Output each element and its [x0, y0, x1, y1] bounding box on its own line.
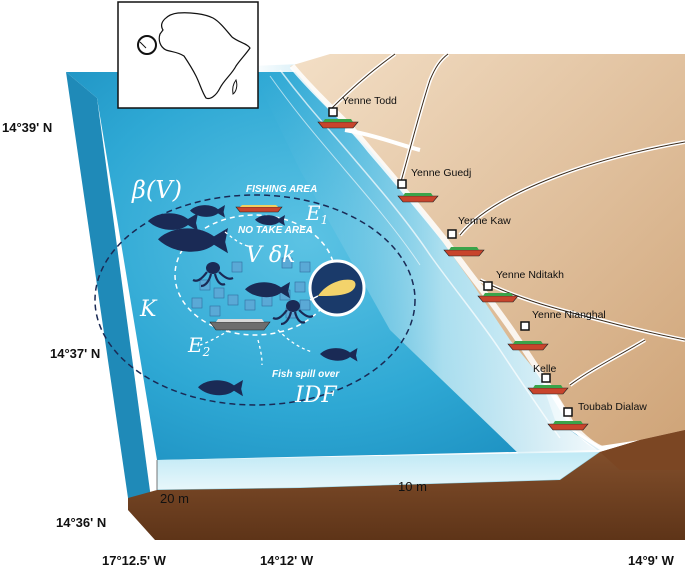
village-3: Yenne Nditakh	[477, 269, 564, 303]
fish-silhouette	[190, 205, 225, 218]
village-label: Yenne Nianghal	[532, 309, 606, 321]
lon-mid: 14°12' W	[260, 553, 314, 568]
study-site-marker	[137, 35, 157, 55]
village-marker	[563, 407, 573, 417]
village-marker	[447, 229, 457, 239]
village-marker	[397, 179, 407, 189]
pirogues	[209, 205, 283, 331]
block-left-side	[66, 72, 155, 528]
lat-bottom: 14°36' N	[56, 515, 106, 530]
fish-silhouette	[245, 282, 290, 299]
lat-mid: 14°37' N	[50, 346, 100, 361]
octopus-silhouette	[192, 262, 234, 288]
pirogue-boat	[477, 295, 519, 303]
pirogue-boat	[397, 195, 439, 203]
village-label: Yenne Guedj	[411, 167, 471, 179]
lat-top: 14°39' N	[2, 120, 52, 135]
seabed-soil	[128, 430, 685, 540]
village-marker	[483, 281, 493, 291]
village-4: Yenne Nianghal	[507, 309, 606, 351]
label-v-delta-k: V δk	[246, 243, 295, 268]
pirogue-boat	[547, 423, 589, 431]
label-no-take-area: NO TAKE AREA	[238, 225, 313, 236]
label-idf: IDF	[294, 383, 337, 408]
fish-silhouettes	[148, 205, 358, 397]
shallow-water-band	[250, 58, 600, 455]
coastal-cliff	[600, 430, 685, 470]
fish-silhouette	[255, 215, 285, 226]
fish-silhouette	[198, 380, 243, 397]
village-0: Yenne Todd	[317, 95, 397, 129]
water-cross-section	[157, 452, 600, 490]
pirogue-boat	[317, 121, 359, 129]
village-1: Yenne Guedj	[397, 167, 471, 203]
village-label: Yenne Nditakh	[496, 269, 564, 281]
village-marker	[541, 373, 551, 383]
label-fishing-area: FISHING AREA	[246, 184, 317, 195]
village-6: Toubab Dialaw	[547, 401, 647, 431]
land-surface	[290, 54, 685, 446]
lon-right: 14°9' W	[628, 553, 675, 568]
label-e2-sub: 2	[202, 345, 211, 359]
village-2: Yenne Kaw	[443, 215, 511, 257]
depth-20m: 20 m	[160, 491, 189, 506]
lon-left: 17°12.5' W	[102, 553, 167, 568]
africa-locator-map	[117, 1, 259, 109]
octopus-silhouette	[272, 300, 314, 326]
village-label: Toubab Dialaw	[578, 401, 647, 413]
label-beta-v: β(V)	[131, 176, 182, 204]
svg-text:E2: E2	[187, 333, 210, 359]
pirogue-boat	[507, 343, 549, 351]
octopus-silhouettes	[192, 262, 314, 326]
fish-silhouette	[320, 348, 358, 362]
village-label: Kelle	[533, 363, 557, 375]
lure-inset	[308, 259, 366, 317]
flow-arrows	[199, 231, 313, 366]
label-e1: E	[305, 201, 321, 225]
label-e1-sub: 1	[321, 213, 329, 227]
svg-text:E1: E1	[305, 201, 328, 227]
pirogue-boat	[235, 205, 283, 213]
label-fish-spill: Fish spill over	[272, 369, 340, 380]
label-k: K	[139, 297, 158, 322]
village-label: Yenne Todd	[342, 95, 397, 107]
fishing-area-boundary	[94, 194, 416, 406]
label-e2: E	[187, 333, 203, 357]
village-label: Yenne Kaw	[458, 215, 511, 227]
pirogue-boat	[209, 319, 271, 331]
fish-silhouette	[148, 213, 198, 231]
depth-10m: 10 m	[398, 479, 427, 494]
village-marker	[328, 107, 338, 117]
village-marker	[520, 321, 530, 331]
pirogue-boat	[527, 387, 569, 395]
fish-silhouette	[158, 228, 228, 254]
pirogue-boat	[443, 249, 485, 257]
village-5: Kelle	[527, 363, 569, 395]
